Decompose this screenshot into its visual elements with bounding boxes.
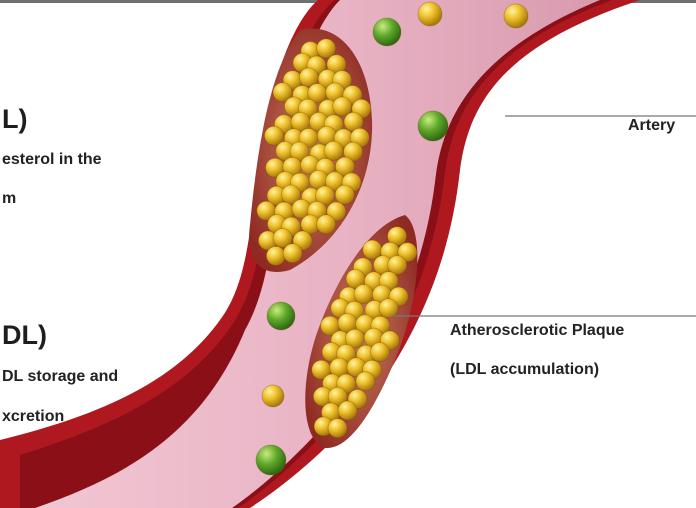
hdl-description-line2: m <box>2 190 16 208</box>
artery-label: Artery <box>628 117 675 135</box>
ldl-particle <box>317 215 336 234</box>
ldl-particle <box>356 372 375 391</box>
hdl-particle <box>373 18 401 46</box>
ldl-particle <box>262 385 284 407</box>
ldl-description-line2: xcretion <box>2 408 64 426</box>
ldl-particle <box>335 185 354 204</box>
ldl-particle <box>266 246 285 265</box>
ldl-heading: DL) <box>2 320 47 351</box>
ldl-description-line1: DL storage and <box>2 368 118 386</box>
ldl-particle <box>324 141 343 160</box>
ldl-particle <box>379 299 398 318</box>
hdl-particle <box>256 445 286 475</box>
ldl-particle <box>418 2 442 26</box>
ldl-particle <box>283 244 302 263</box>
ldl-particle <box>354 285 373 304</box>
ldl-particle <box>504 4 528 28</box>
hdl-heading: L) <box>2 104 27 135</box>
ldl-particle <box>338 401 357 420</box>
ldl-particle <box>370 343 389 362</box>
plaque-label: Atherosclerotic Plaque <box>450 322 624 340</box>
hdl-particle <box>418 111 448 141</box>
hdl-particle <box>267 302 295 330</box>
hdl-description-line1: esterol in the <box>2 151 102 169</box>
plaque-sublabel: (LDL accumulation) <box>450 361 599 379</box>
ldl-particle <box>328 419 347 438</box>
